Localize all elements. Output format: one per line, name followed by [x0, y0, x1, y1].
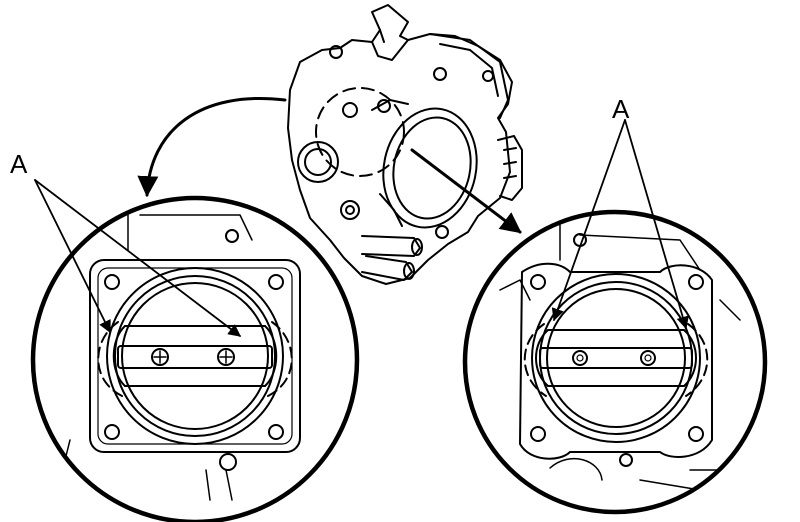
arrow-to-right-view: [410, 148, 522, 234]
callout-label-right: A: [612, 94, 630, 124]
left-detail-view: [30, 195, 360, 522]
callout-label-left: A: [10, 149, 28, 179]
left-callout-leaders: [34, 179, 242, 337]
arrow-to-left-view: [137, 97, 287, 198]
throttle-body: [287, 4, 523, 285]
right-callout-leaders: [551, 119, 689, 330]
right-detail-view: [462, 209, 768, 515]
